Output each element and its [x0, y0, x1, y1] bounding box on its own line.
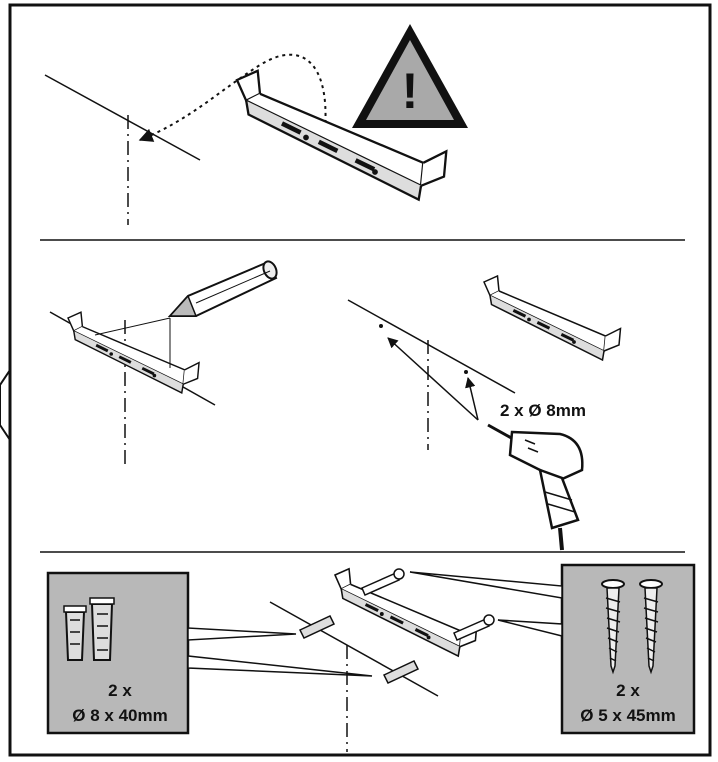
screw-icon [601, 579, 663, 675]
power-drill-icon [487, 423, 584, 551]
callout-pointer [409, 571, 563, 599]
drill-spec-label: 2 x Ø 8mm [500, 401, 586, 420]
pencil-icon [167, 260, 278, 317]
callout-pointer [187, 627, 297, 641]
step-1-panel: ! [44, 24, 468, 225]
step-4-panel: 2 x Ø 8 x 40mm 2 x Ø 5 x 45mm [46, 563, 696, 752]
warning-symbol: ! [402, 63, 419, 119]
screws-size: Ø 5 x 45mm [580, 706, 675, 725]
step-2-panel [49, 260, 278, 465]
screws-callout [560, 563, 696, 735]
wall-line [44, 74, 201, 161]
wall-plug-icon [298, 615, 420, 684]
screw-icon [361, 568, 495, 641]
wall-plugs-count: 2 x [108, 681, 132, 700]
marking-line [94, 317, 171, 336]
screws-count: 2 x [616, 681, 640, 700]
callout-pointer [187, 655, 373, 677]
drill-arrow [465, 376, 479, 421]
warning-triangle-icon: ! [352, 24, 468, 128]
frame-notch [0, 369, 11, 441]
drill-arrow [387, 337, 479, 421]
wall-line [347, 299, 516, 394]
alignment-arrow [138, 53, 327, 142]
callout-pointer [497, 619, 563, 637]
step-3-panel: 2 x Ø 8mm [347, 275, 622, 551]
wall-line [269, 601, 439, 697]
hole-mark [464, 370, 468, 374]
wall-plug-icon [63, 597, 115, 661]
hole-mark [379, 324, 383, 328]
wall-plugs-size: Ø 8 x 40mm [72, 706, 167, 725]
